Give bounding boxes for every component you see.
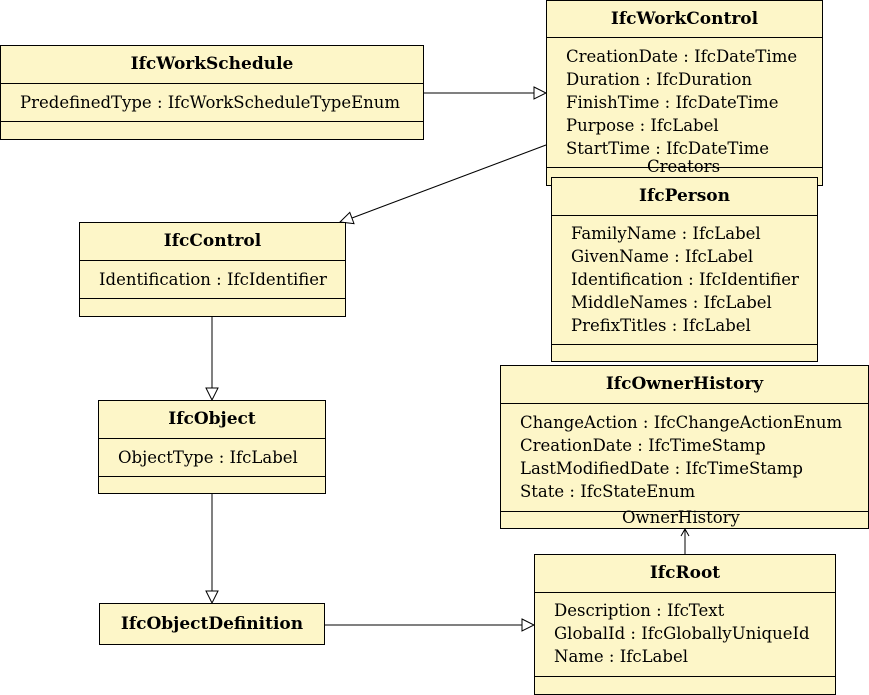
attributes: CreationDate : IfcDateTime Duration : If… (547, 37, 822, 167)
operations (1, 121, 423, 140)
edge-root-to-ownerhistory (680, 527, 690, 554)
attribute: Name : IfcLabel (554, 647, 688, 666)
attribute: Purpose : IfcLabel (566, 116, 719, 135)
edge-workschedule-to-workcontrol (424, 86, 548, 100)
operations (535, 676, 835, 695)
attribute: Identification : IfcIdentifier (99, 270, 327, 289)
attribute: GivenName : IfcLabel (571, 247, 754, 266)
class-name: IfcControl (163, 231, 262, 251)
attribute: PredefinedType : IfcWorkScheduleTypeEnum (20, 93, 401, 112)
attribute: FamilyName : IfcLabel (571, 224, 761, 243)
class-ifcobjectdefinition[interactable]: IfcObjectDefinition (99, 603, 325, 645)
attribute: ChangeAction : IfcChangeActionEnum (520, 413, 843, 432)
class-ifccontrol[interactable]: IfcControl Identification : IfcIdentifie… (79, 222, 346, 317)
class-name: IfcObject (168, 409, 256, 429)
operations (552, 344, 817, 362)
class-ifcperson[interactable]: IfcPerson FamilyName : IfcLabel GivenNam… (551, 177, 818, 362)
class-name: IfcRoot (649, 563, 721, 583)
edge-objectdefinition-to-root (325, 618, 536, 632)
class-ifcworkschedule[interactable]: IfcWorkSchedule PredefinedType : IfcWork… (0, 45, 424, 140)
class-name: IfcOwnerHistory (605, 374, 764, 394)
attribute: StartTime : IfcDateTime (566, 139, 770, 158)
class-ifcobject[interactable]: IfcObject ObjectType : IfcLabel (98, 400, 326, 494)
operations (99, 476, 325, 494)
attributes: PredefinedType : IfcWorkScheduleTypeEnum (1, 83, 423, 121)
class-ifcworkcontrol[interactable]: IfcWorkControl CreationDate : IfcDateTim… (546, 0, 823, 186)
attribute: Identification : IfcIdentifier (571, 270, 799, 289)
attribute: MiddleNames : IfcLabel (571, 293, 772, 312)
attribute: ObjectType : IfcLabel (118, 448, 298, 467)
attribute: GlobalId : IfcGloballyUniqueId (554, 624, 810, 643)
attributes: Description : IfcText GlobalId : IfcGlob… (535, 592, 835, 676)
attribute: PrefixTitles : IfcLabel (571, 316, 751, 335)
attributes: ChangeAction : IfcChangeActionEnum Creat… (501, 403, 868, 511)
edge-workcontrol-to-control (338, 144, 547, 225)
operations (501, 511, 868, 529)
edge-object-to-objectdefinition (205, 494, 219, 605)
class-name: IfcPerson (639, 186, 730, 206)
class-name: IfcWorkSchedule (130, 54, 294, 74)
role-label-creators: Creators (647, 157, 721, 176)
class-ifcownerhistory[interactable]: IfcOwnerHistory ChangeAction : IfcChange… (500, 365, 869, 529)
attribute: CreationDate : IfcDateTime (566, 47, 798, 66)
class-name: IfcWorkControl (610, 9, 759, 29)
edge-control-to-object (205, 317, 219, 402)
attribute: CreationDate : IfcTimeStamp (520, 436, 766, 455)
operations (547, 167, 822, 186)
class-name: IfcObjectDefinition (120, 614, 304, 634)
attributes: ObjectType : IfcLabel (99, 438, 325, 476)
operations (80, 298, 345, 317)
attributes: FamilyName : IfcLabel GivenName : IfcLab… (552, 215, 817, 344)
attribute: Description : IfcText (554, 601, 725, 620)
attribute: FinishTime : IfcDateTime (566, 93, 779, 112)
attribute: Duration : IfcDuration (566, 70, 753, 89)
attribute: LastModifiedDate : IfcTimeStamp (520, 459, 803, 478)
class-ifcroot[interactable]: IfcRoot Description : IfcText GlobalId :… (534, 554, 836, 695)
attribute: State : IfcStateEnum (520, 482, 696, 501)
attributes: Identification : IfcIdentifier (80, 260, 345, 298)
role-label-ownerhistory: OwnerHistory (622, 508, 740, 527)
